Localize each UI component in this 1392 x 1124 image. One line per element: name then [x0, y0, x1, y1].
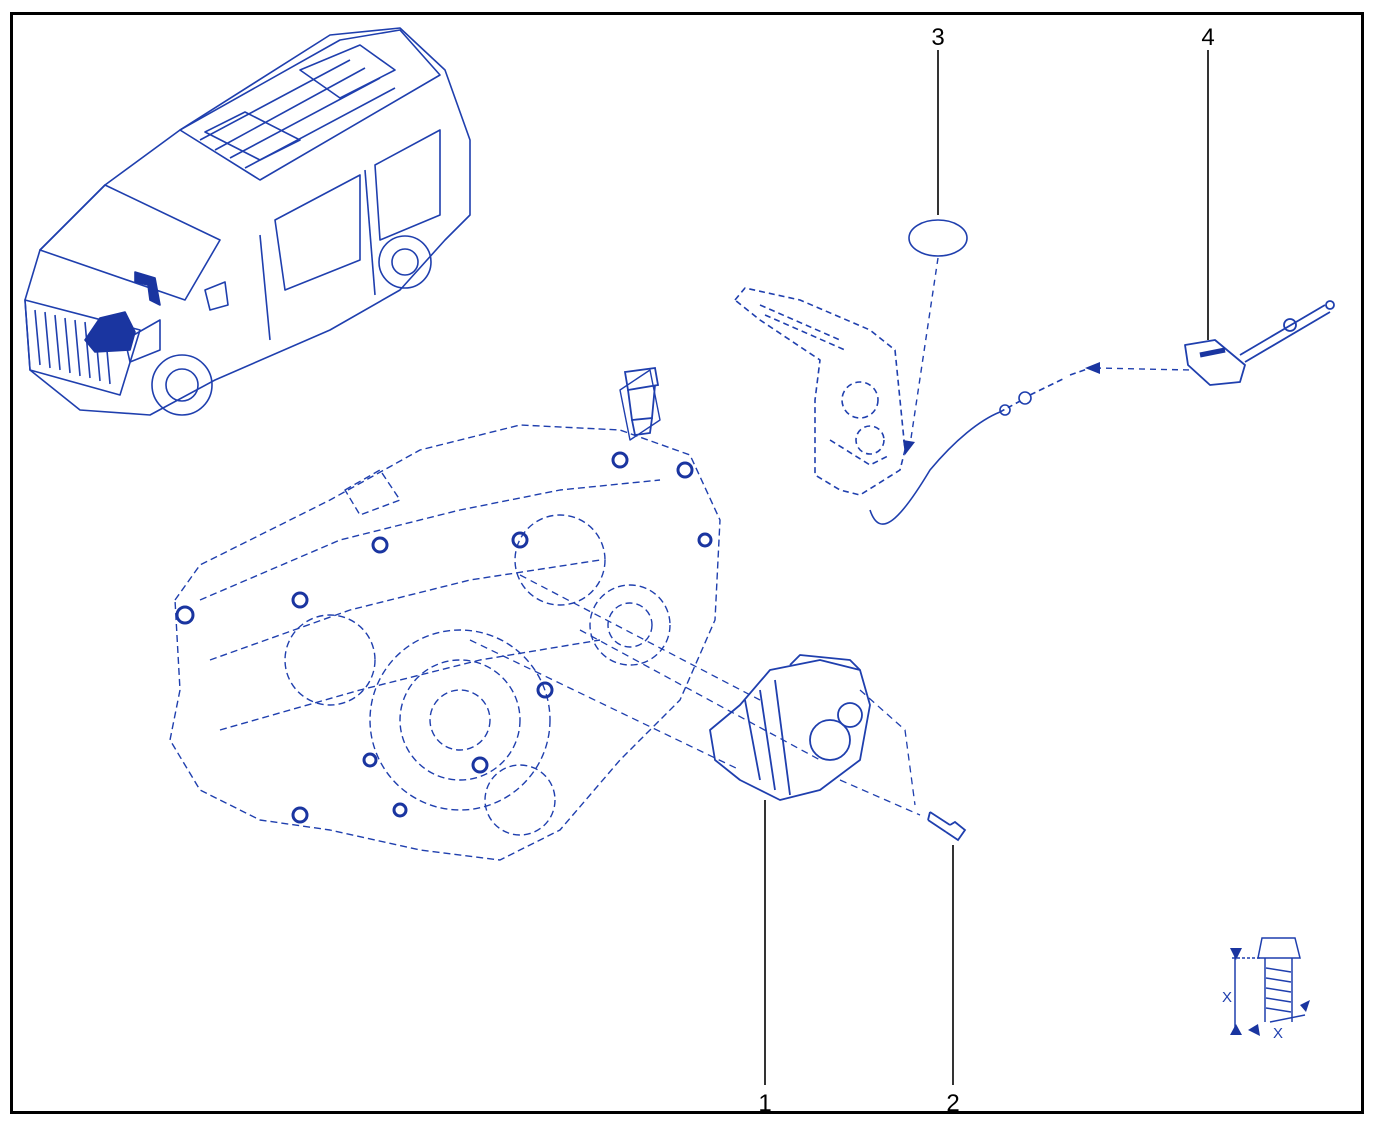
gearbox-bolt-heads: [175, 451, 713, 824]
callout-2: 2: [946, 1090, 959, 1117]
gauge-label-x-width: X: [1273, 1025, 1283, 1042]
bolt-gauge-icon: [1232, 937, 1306, 1030]
diagram-frame: [10, 12, 1364, 1114]
callout-4: 4: [1201, 24, 1214, 51]
sensor-arrowhead: [1085, 362, 1100, 374]
callout-leaders: [764, 50, 1209, 1085]
gauge-marker-left: [1248, 1024, 1260, 1036]
o-ring-arrowhead: [903, 440, 915, 455]
actuator-icon: [709, 654, 871, 801]
gauge-marker-top: [1230, 948, 1242, 960]
gearbox-icon: [169, 369, 721, 861]
gauge-label-x-height: X: [1222, 989, 1232, 1006]
sensor-dashed-link: [1094, 367, 1191, 371]
sensor-icon: [1184, 300, 1335, 386]
selector-cable: [869, 367, 1091, 525]
lever-icon: [734, 287, 906, 496]
bolt-icon: [927, 811, 967, 842]
van-icon: [24, 27, 471, 416]
breather-fitting: [623, 366, 660, 437]
o-ring-icon: [908, 219, 968, 257]
gauge-marker-bottom: [1230, 1024, 1242, 1035]
assembly-leader-lines: [469, 574, 921, 816]
o-ring-dashed-link: [909, 257, 939, 446]
callout-1: 1: [758, 1090, 771, 1117]
callout-3: 3: [931, 24, 944, 51]
gauge-marker-right: [1300, 1000, 1310, 1012]
